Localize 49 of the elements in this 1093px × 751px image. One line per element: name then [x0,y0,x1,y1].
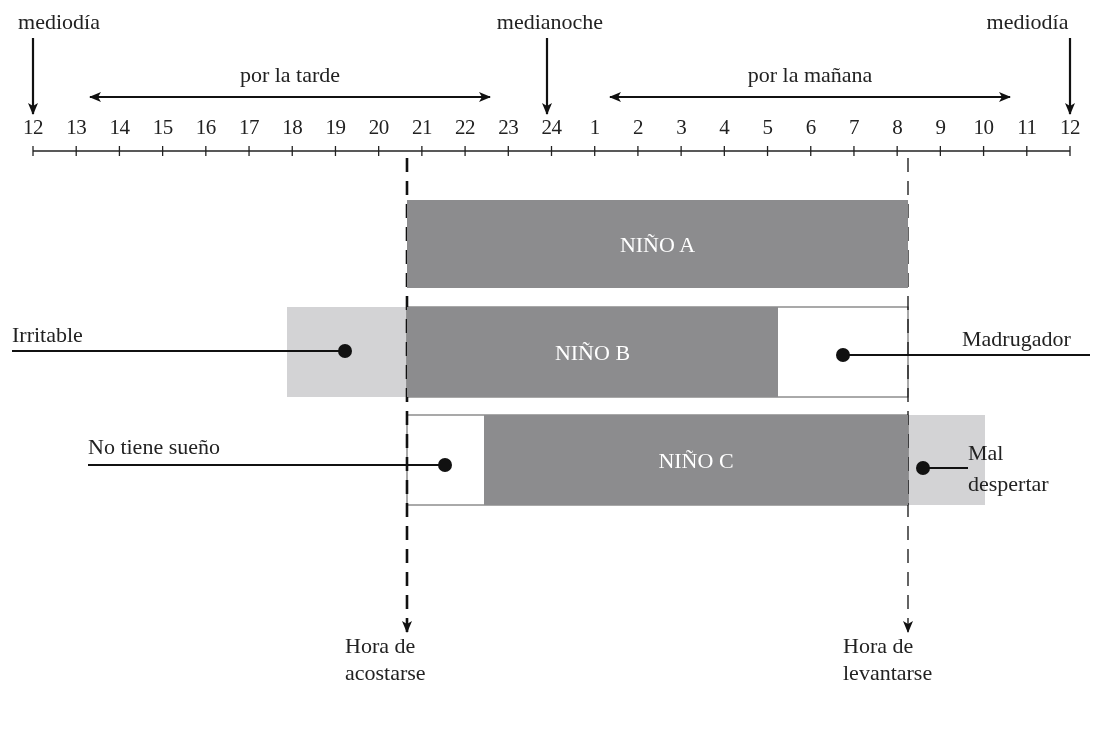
sleep-bar: NIÑO B [407,307,778,397]
hour-label: 9 [934,114,947,140]
dashed-arrow [402,158,412,633]
label-text: Hora de acostarse [345,632,470,702]
hour-label: 10 [972,114,995,140]
leader-line [11,344,352,358]
hour-label: 11 [1016,114,1038,140]
shaded-box [287,307,407,397]
range-label: por la tarde [238,62,342,88]
hour-label: 23 [497,114,520,140]
label-text: mediodía [4,8,114,38]
leader-line [836,348,1091,362]
hour-label: 6 [804,114,817,140]
dashed-arrow [903,157,913,633]
arrow [28,38,38,115]
hour-label: 4 [718,114,731,140]
hour-label: 1 [588,114,601,140]
label-text: Mal despertar [968,437,1072,499]
hour-label: 5 [761,114,774,140]
leader-line [916,461,969,475]
leader-line [87,458,452,472]
hour-label: 7 [847,114,860,140]
hour-label: 12 [19,114,47,140]
hour-label: 15 [151,114,174,140]
arrow [542,38,552,115]
label-text: Irritable [12,321,132,351]
label-text: Hora de levantarse [843,632,978,702]
hour-label: 13 [65,114,88,140]
label-text: medianoche [470,8,630,38]
hour-label: 14 [108,114,131,140]
hour-label: 16 [194,114,217,140]
hour-label: 21 [410,114,433,140]
sleep-bar: NIÑO C [484,415,908,505]
label-text: Madrugador [962,325,1090,355]
hour-label: 17 [238,114,261,140]
hour-label: 24 [537,114,566,140]
range-label: por la mañana [746,62,874,88]
hour-label: 8 [891,114,904,140]
sleep-bar: NIÑO A [407,200,908,288]
hour-label: 3 [675,114,688,140]
label-text: mediodía [965,8,1090,38]
hour-label: 18 [281,114,304,140]
hour-label: 12 [1056,114,1084,140]
hour-label: 22 [454,114,477,140]
hour-label: 20 [367,114,390,140]
arrow [1065,38,1075,115]
hour-label: 19 [324,114,347,140]
hour-label: 2 [631,114,644,140]
label-text: No tiene sueño [88,433,268,465]
